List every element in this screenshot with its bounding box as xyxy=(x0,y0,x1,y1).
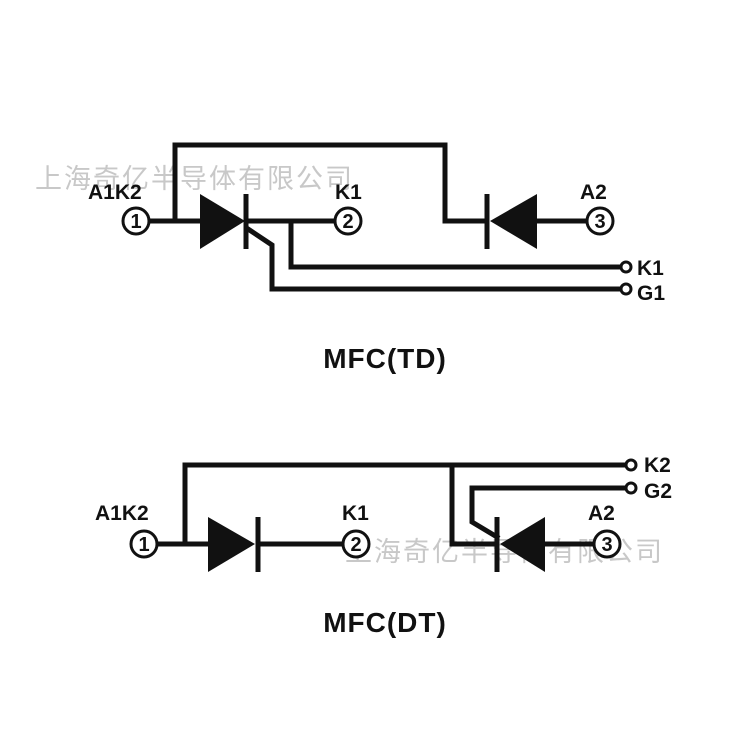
dt-g2-terminal xyxy=(624,481,638,495)
td-wire-top-loop xyxy=(172,142,488,224)
dt-wire-top-loop xyxy=(182,462,628,547)
mfc-td-circuit: 1 2 3 A1K2 K1 A2 K1 G1 MFC(TD) xyxy=(88,142,665,374)
dt-diode-triangle xyxy=(208,517,255,572)
td-pin-2-number: 2 xyxy=(342,211,353,233)
td-pin-3: 3 xyxy=(585,206,615,236)
dt-pin-3: 3 xyxy=(592,529,622,559)
dt-pin-1: 1 xyxy=(129,529,159,559)
dt-label-g2-terminal: G2 xyxy=(644,480,672,503)
mfc-dt-circuit: 1 2 3 A1K2 K1 A2 K2 G2 MFC(DT) xyxy=(95,454,672,638)
td-diode-triangle xyxy=(490,194,537,249)
dt-wire-gate xyxy=(469,485,628,541)
dt-title: MFC(DT) xyxy=(323,607,447,638)
dt-pin-1-number: 1 xyxy=(138,534,149,556)
watermark-top: 上海奇亿半导体有限公司 xyxy=(35,164,354,195)
td-pin-3-number: 3 xyxy=(594,211,605,233)
dt-thyristor-triangle xyxy=(500,517,545,572)
dt-label-k1: K1 xyxy=(342,502,369,525)
td-pin-2: 2 xyxy=(333,206,363,236)
td-label-k1: K1 xyxy=(335,181,362,204)
dt-pin-2: 2 xyxy=(341,529,371,559)
td-wire-aux-cathode xyxy=(288,218,623,270)
dt-k2-terminal xyxy=(624,458,638,472)
td-title: MFC(TD) xyxy=(323,343,447,374)
dt-label-k2-terminal: K2 xyxy=(644,454,671,477)
dt-wire-aux-cathode xyxy=(449,462,500,547)
dt-pin-2-number: 2 xyxy=(350,534,361,556)
td-pin-1: 1 xyxy=(121,206,151,236)
td-label-a1k2: A1K2 xyxy=(88,181,142,204)
td-label-g1-terminal: G1 xyxy=(637,282,665,305)
td-label-a2: A2 xyxy=(580,181,607,204)
td-wire-gate xyxy=(244,225,623,292)
dt-label-a2: A2 xyxy=(588,502,615,525)
td-label-k1-terminal: K1 xyxy=(637,257,664,280)
dt-pin-3-number: 3 xyxy=(601,534,612,556)
td-g1-terminal xyxy=(619,282,633,296)
td-k1-terminal xyxy=(619,260,633,274)
td-pin-1-number: 1 xyxy=(130,211,141,233)
td-thyristor-triangle xyxy=(200,194,245,249)
dt-label-a1k2: A1K2 xyxy=(95,502,149,525)
